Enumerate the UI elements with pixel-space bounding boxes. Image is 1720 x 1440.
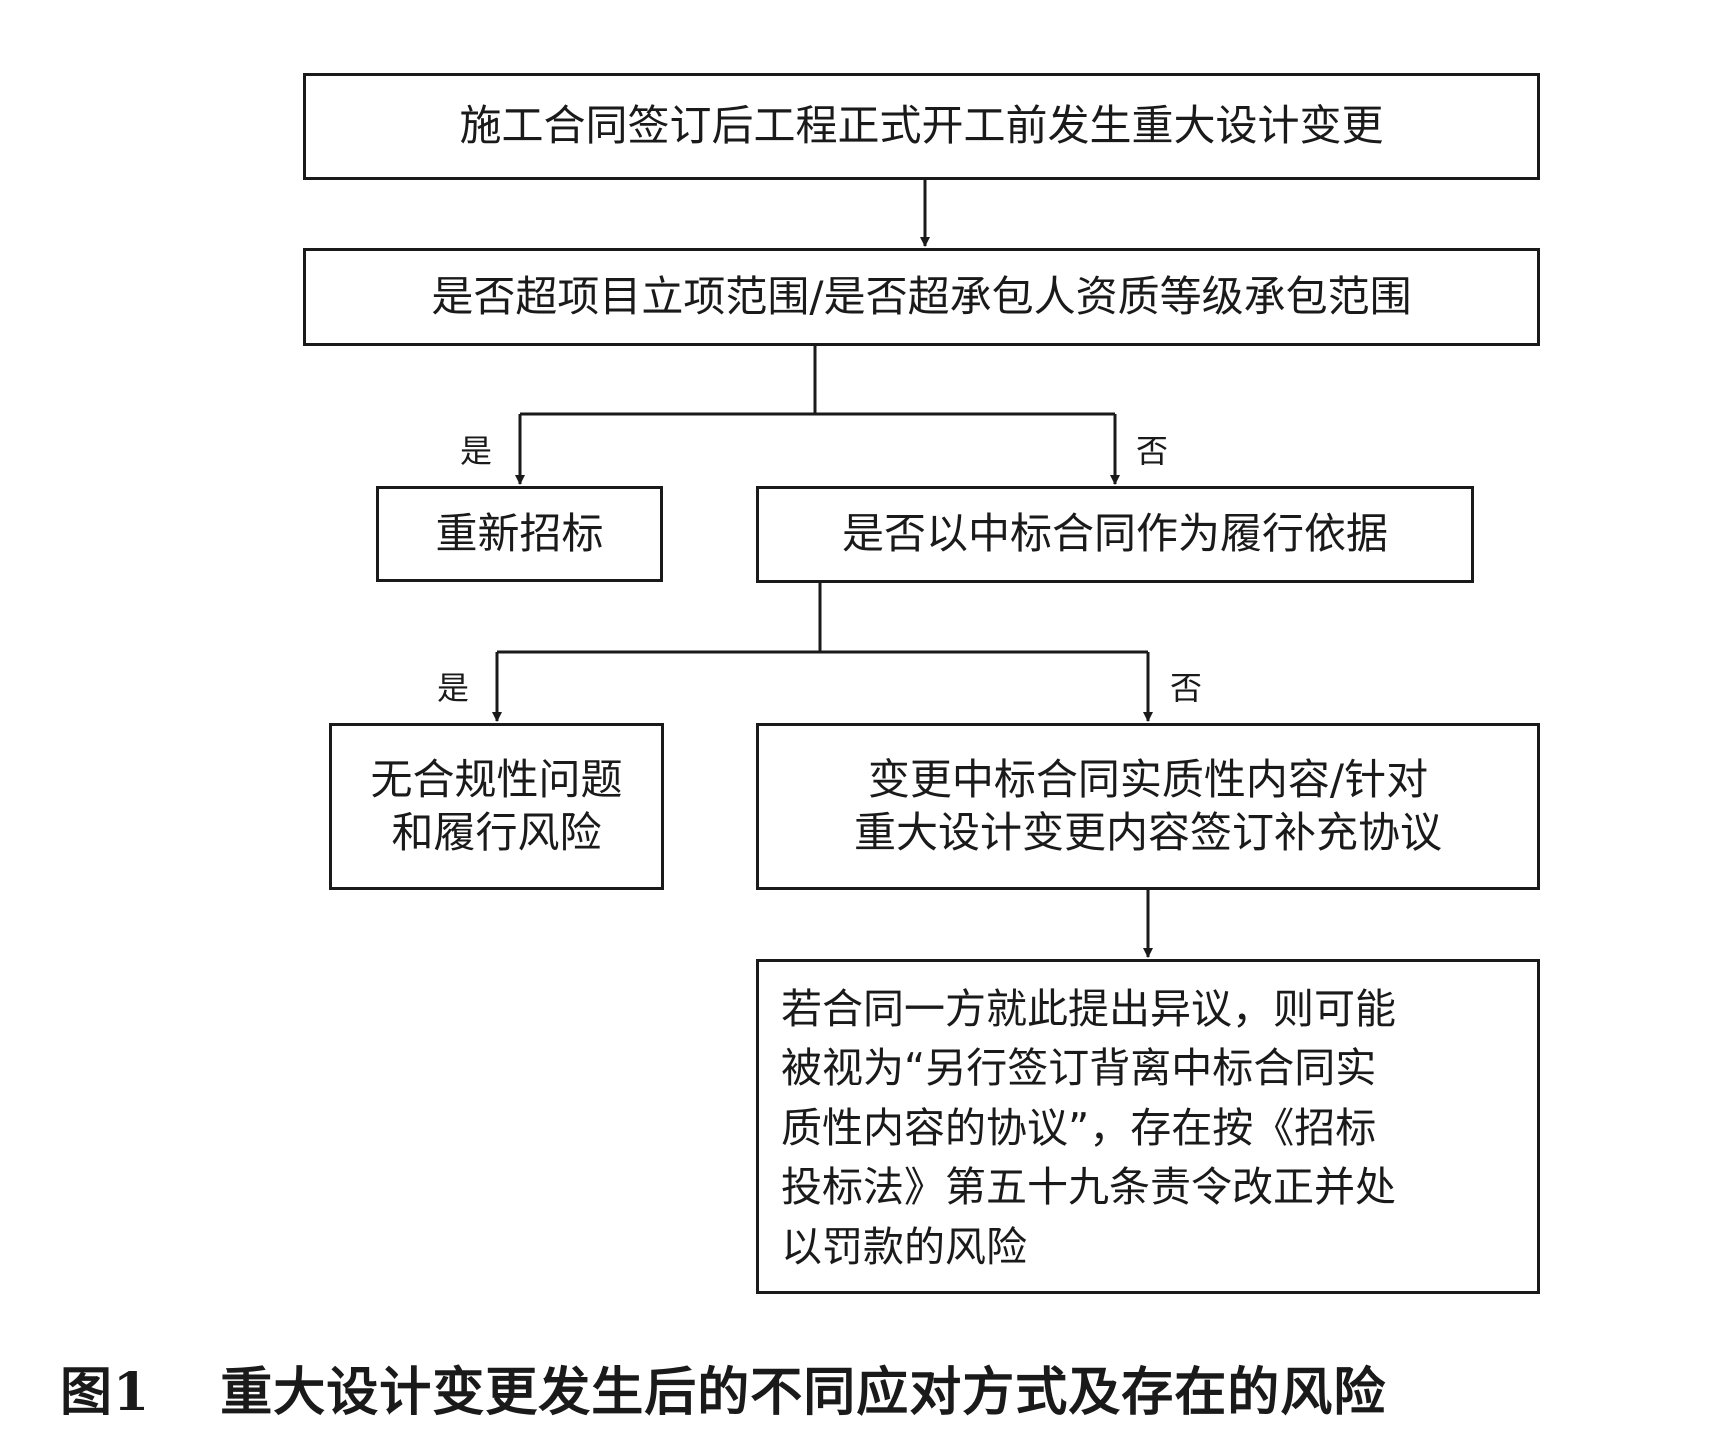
branch-label-basis-no: 否 <box>1170 669 1203 707</box>
node-start-text: 施工合同签订后工程正式开工前发生重大设计变更 <box>459 101 1384 151</box>
branch-label-scope-yes: 是 <box>460 432 493 470</box>
node-rebid: 重新招标 <box>376 486 663 582</box>
figure-number: 图1 <box>60 1362 151 1423</box>
node-risk-line-2: 被视为“另行签订背离中标合同实 <box>781 1044 1377 1093</box>
node-risk-line-1: 若合同一方就此提出异议，则可能 <box>781 984 1396 1033</box>
node-rebid-text: 重新招标 <box>435 508 604 558</box>
node-no-issue-line-2: 和履行风险 <box>391 807 602 857</box>
node-no-issue-line-1: 无合规性问题 <box>370 755 623 804</box>
node-scope-check: 是否超项目立项范围/是否超承包人资质等级承包范围 <box>303 248 1540 346</box>
node-no-issue: 无合规性问题 和履行风险 <box>329 723 664 890</box>
figure-title: 重大设计变更发生后的不同应对方式及存在的风险 <box>220 1362 1387 1423</box>
node-scope-check-text: 是否超项目立项范围/是否超承包人资质等级承包范围 <box>431 271 1412 321</box>
node-supplement-line-2: 重大设计变更内容签订补充协议 <box>853 807 1442 857</box>
node-risk-line-5: 以罚款的风险 <box>781 1222 1027 1271</box>
node-basis-check-text: 是否以中标合同作为履行依据 <box>841 509 1388 559</box>
node-risk-line-4: 投标法》第五十九条责令改正并处 <box>781 1163 1396 1212</box>
branch-label-basis-yes: 是 <box>437 669 470 707</box>
node-risk: 若合同一方就此提出异议，则可能 被视为“另行签订背离中标合同实 质性内容的协议”… <box>756 959 1540 1294</box>
node-start: 施工合同签订后工程正式开工前发生重大设计变更 <box>303 73 1540 180</box>
figure-caption: 图1 重大设计变更发生后的不同应对方式及存在的风险 <box>60 1350 1386 1425</box>
node-basis-check: 是否以中标合同作为履行依据 <box>756 486 1474 583</box>
node-supplement-line-1: 变更中标合同实质性内容/针对 <box>867 755 1429 804</box>
node-risk-line-3: 质性内容的协议”，存在按《招标 <box>781 1103 1377 1152</box>
branch-label-scope-no: 否 <box>1136 432 1169 470</box>
node-supplement: 变更中标合同实质性内容/针对 重大设计变更内容签订补充协议 <box>756 723 1540 890</box>
